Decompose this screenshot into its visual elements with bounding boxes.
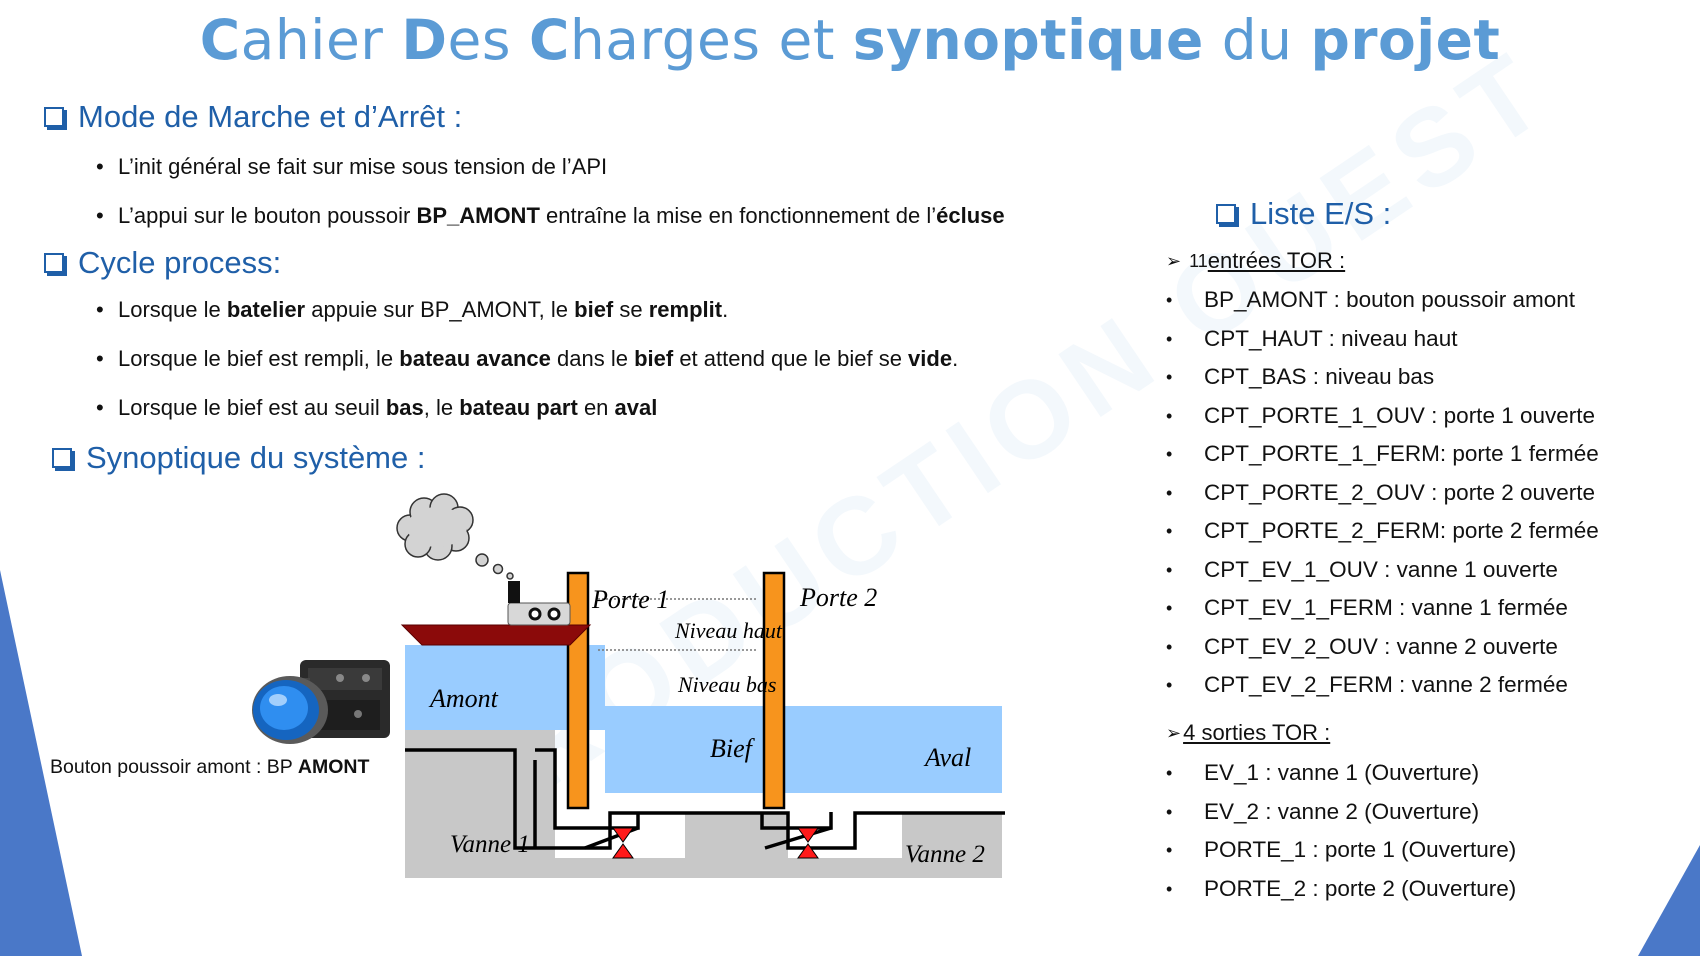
boat-icon (400, 581, 592, 646)
list-item: L’init général se fait sur mise sous ten… (92, 154, 1005, 203)
checkbox-bullet-icon (44, 253, 64, 273)
section-cycle-heading: Cycle process: (44, 245, 281, 281)
page-title: Cahier Des Charges et synoptique du proj… (199, 8, 1501, 72)
list-item: CPT_BAS : niveau bas (1166, 358, 1599, 397)
chamber-water (605, 706, 1002, 730)
list-item: BP_AMONT : bouton poussoir amont (1166, 281, 1599, 320)
label-amont: Amont (428, 684, 499, 713)
list-item: Lorsque le batelier appuie sur BP_AMONT,… (92, 297, 958, 346)
outputs-heading: ➢ 4 sorties TOR : (1166, 720, 1331, 745)
list-item: CPT_HAUT : niveau haut (1166, 320, 1599, 359)
list-item: Lorsque le bief est rempli, le bateau av… (92, 346, 958, 395)
valve-vanne-1-icon (612, 827, 634, 859)
checkbox-bullet-icon (44, 107, 64, 127)
outputs-list: EV_1 : vanne 1 (Ouverture) EV_2 : vanne … (1166, 754, 1516, 908)
mode-list: L’init général se fait sur mise sous ten… (92, 154, 1005, 229)
list-item: CPT_PORTE_2_OUV : porte 2 ouverte (1166, 474, 1599, 513)
section-liste-heading: Liste E/S : (1216, 196, 1391, 232)
list-item: PORTE_2 : porte 2 (Ouverture) (1166, 870, 1516, 909)
push-button-caption: Bouton poussoir amont : BP AMONT (50, 756, 370, 778)
gate-porte-2 (762, 571, 786, 810)
list-item: EV_1 : vanne 1 (Ouverture) (1166, 754, 1516, 793)
label-porte-1: Porte 1 (591, 585, 669, 614)
label-niveau-bas: Niveau bas (677, 672, 776, 697)
checkbox-bullet-icon (1216, 204, 1236, 224)
channel-inner-outline (535, 748, 833, 830)
list-item: CPT_EV_1_FERM : vanne 1 fermée (1166, 589, 1599, 628)
list-item: CPT_PORTE_2_FERM: porte 2 fermée (1166, 512, 1599, 551)
list-item: EV_2 : vanne 2 (Ouverture) (1166, 793, 1516, 832)
push-button-image (252, 660, 390, 744)
valve-vanne-2-icon (797, 827, 819, 859)
arrow-bullet-icon: ➢ (1166, 722, 1182, 743)
inputs-heading: ➢ 11 entrées TOR : (1166, 248, 1346, 273)
label-aval: Aval (923, 743, 971, 772)
checkbox-bullet-icon (52, 448, 72, 468)
label-vanne-1: Vanne 1 (450, 831, 530, 858)
label-niveau-haut: Niveau haut (674, 618, 783, 643)
list-item: L’appui sur le bouton poussoir BP_AMONT … (92, 203, 1005, 229)
section-synoptique-heading: Synoptique du système : (52, 440, 425, 476)
channel-outline (405, 748, 1005, 850)
list-item: Lorsque le bief est au seuil bas, le bat… (92, 395, 958, 421)
label-bief: Bief (710, 734, 756, 763)
list-item: PORTE_1 : porte 1 (Ouverture) (1166, 831, 1516, 870)
list-item: CPT_PORTE_1_OUV : porte 1 ouverte (1166, 397, 1599, 436)
section-mode-heading: Mode de Marche et d’Arrêt : (44, 99, 462, 135)
corner-decoration-left (0, 570, 82, 956)
list-item: CPT_EV_1_OUV : vanne 1 ouverte (1166, 551, 1599, 590)
list-item: CPT_EV_2_FERM : vanne 2 fermée (1166, 666, 1599, 705)
inputs-list: BP_AMONT : bouton poussoir amont CPT_HAU… (1166, 281, 1599, 705)
downstream-water (605, 730, 1002, 793)
gate-porte-1 (566, 571, 590, 810)
list-item: CPT_EV_2_OUV : vanne 2 ouverte (1166, 628, 1599, 667)
cycle-list: Lorsque le batelier appuie sur BP_AMONT,… (92, 297, 958, 421)
list-item: CPT_PORTE_1_FERM: porte 1 fermée (1166, 435, 1599, 474)
lock-diagram: Porte 1 Porte 2 Niveau haut Niveau bas A… (396, 493, 1005, 878)
corner-decoration-right (1638, 845, 1700, 956)
label-vanne-2: Vanne 2 (905, 841, 985, 868)
label-porte-2: Porte 2 (799, 583, 877, 612)
arrow-bullet-icon: ➢ (1166, 250, 1182, 271)
smoke-icon (396, 493, 514, 580)
